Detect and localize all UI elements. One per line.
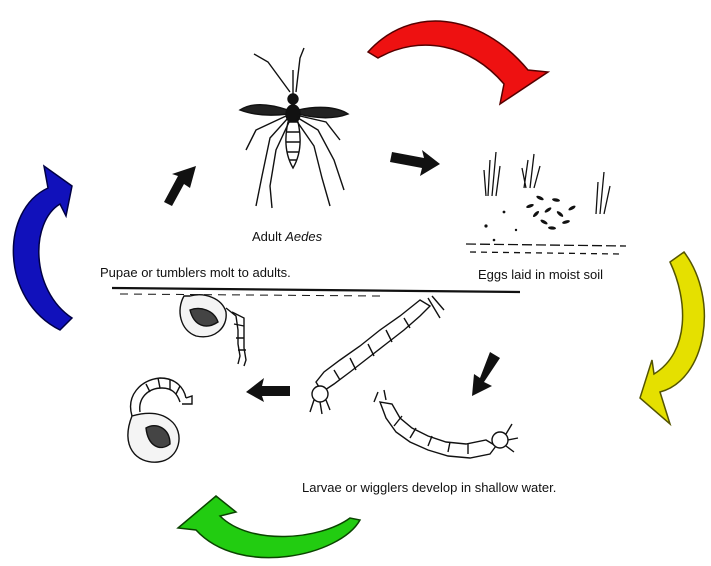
cycle-arrow-blue xyxy=(13,166,72,330)
curled-pupa-illustration xyxy=(128,378,192,462)
water-surface-line xyxy=(112,288,520,296)
progress-arrow-larvae-to-pupae xyxy=(246,378,290,402)
eggs-label: Eggs laid in moist soil xyxy=(478,268,603,281)
adult-label-prefix: Adult xyxy=(252,229,282,244)
cycle-arrow-red xyxy=(368,21,548,104)
adult-label-genus: Aedes xyxy=(285,229,322,244)
progress-arrow-pupae-to-adult xyxy=(164,166,196,206)
progress-arrow-adult-to-eggs xyxy=(390,150,440,176)
adult-mosquito-illustration xyxy=(240,48,348,208)
progress-arrow-eggs-to-larvae xyxy=(472,352,500,396)
cycle-arrow-yellow xyxy=(640,252,704,424)
adult-aedes-label: Adult Aedes xyxy=(252,230,322,243)
wiggling-larva-illustration xyxy=(374,390,518,458)
pupae-label: Pupae or tumblers molt to adults. xyxy=(100,266,291,279)
pupa-at-surface-illustration xyxy=(180,295,246,366)
larvae-label: Larvae or wigglers develop in shallow wa… xyxy=(302,481,556,494)
eggs-in-soil-illustration xyxy=(466,152,626,254)
cycle-arrow-green xyxy=(178,496,360,558)
